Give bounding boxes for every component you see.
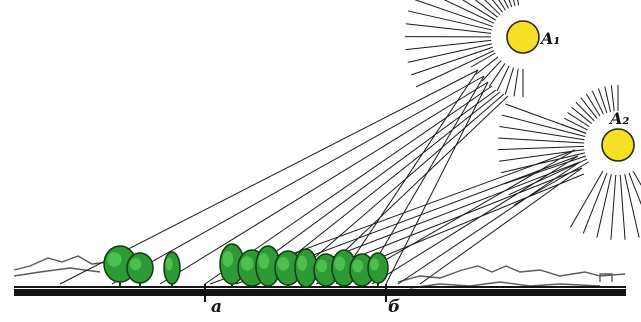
spoke-low bbox=[633, 171, 641, 227]
tree-row bbox=[104, 244, 388, 287]
spoke-low bbox=[597, 174, 611, 237]
spoke-high bbox=[408, 11, 492, 30]
spoke-low bbox=[571, 171, 604, 227]
spoke-high bbox=[482, 60, 501, 81]
spoke-high bbox=[406, 24, 491, 34]
tree-highlight bbox=[222, 251, 233, 267]
tree-highlight bbox=[107, 252, 121, 266]
spoke-low bbox=[501, 153, 585, 173]
spoke-high bbox=[507, 0, 519, 5]
tree-icon bbox=[164, 252, 180, 287]
tree-icon bbox=[368, 253, 388, 287]
spoke-low bbox=[498, 146, 584, 149]
spoke-low bbox=[498, 138, 584, 143]
tree-highlight bbox=[166, 258, 173, 271]
tree-highlight bbox=[370, 258, 379, 270]
tree-highlight bbox=[130, 258, 142, 270]
tree-highlight bbox=[241, 256, 254, 270]
sun-low-label: A₂ bbox=[608, 109, 629, 128]
ray-low bbox=[372, 156, 578, 284]
point-a-label: а bbox=[211, 297, 222, 317]
ray-high bbox=[336, 70, 478, 284]
ground bbox=[14, 287, 626, 296]
tree-highlight bbox=[352, 260, 363, 273]
sun-high-label: A₁ bbox=[539, 29, 560, 48]
ground-band bbox=[14, 289, 626, 296]
point-b-label: б bbox=[388, 297, 400, 317]
spoke-high bbox=[448, 0, 503, 12]
sun-high-icon bbox=[507, 21, 539, 53]
spoke-low bbox=[564, 118, 587, 130]
ray-low bbox=[398, 162, 580, 284]
spoke-low bbox=[611, 85, 614, 111]
spoke-high bbox=[489, 63, 505, 86]
spoke-low bbox=[504, 156, 585, 184]
spoke-high bbox=[406, 40, 492, 49]
spoke-low bbox=[562, 124, 586, 133]
point-b-marker: б bbox=[386, 284, 400, 317]
tree-highlight bbox=[278, 257, 290, 271]
sun-high-spokes bbox=[405, 0, 523, 97]
point-a-marker: а bbox=[205, 284, 222, 317]
spoke-low bbox=[583, 173, 607, 234]
tree-icon bbox=[127, 253, 153, 287]
spoke-high bbox=[514, 69, 518, 97]
spoke-low bbox=[620, 175, 625, 240]
spoke-high bbox=[408, 44, 492, 62]
sun-low-icon bbox=[602, 129, 634, 161]
spoke-high bbox=[476, 57, 498, 74]
spoke-low bbox=[592, 91, 603, 114]
tree-highlight bbox=[297, 256, 307, 271]
tree-highlight bbox=[334, 256, 345, 270]
spoke-low bbox=[625, 174, 639, 237]
tree-highlight bbox=[258, 253, 269, 269]
spoke-low bbox=[611, 175, 616, 240]
tree-highlight bbox=[316, 260, 327, 273]
